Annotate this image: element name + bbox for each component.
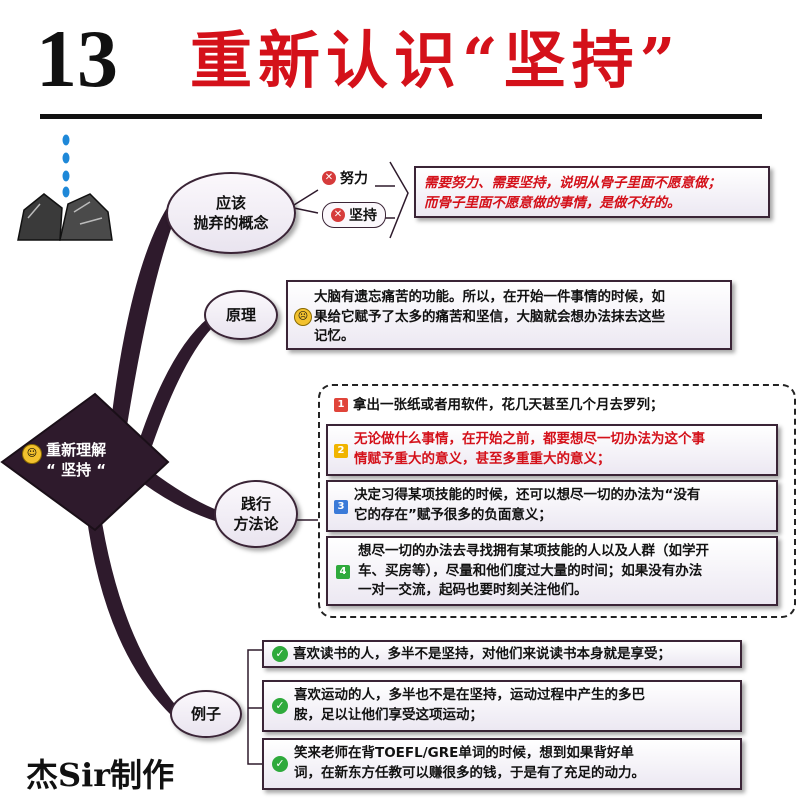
check-circle-icon: ✓: [272, 698, 288, 714]
method-step-2-line2: 情赋予重大的意义，甚至多重重大的意义；: [354, 450, 611, 467]
check-circle-icon: ✓: [272, 646, 288, 662]
emoji-face-icon: ☺: [22, 444, 42, 464]
number-badge-icon: 4: [336, 565, 350, 579]
node-method-line2: 方法论: [233, 515, 279, 533]
method-step-4-line1: 想尽一切的办法去寻找拥有某项技能的人以及人群（如学开: [358, 543, 709, 559]
leaf-effort[interactable]: ✕ 努力: [322, 168, 368, 188]
central-topic[interactable]: 重新理解 “ 坚持 “: [46, 440, 106, 481]
node-examples[interactable]: 例子: [170, 690, 242, 738]
number-badge-icon: 2: [334, 444, 348, 458]
branch-abandon: [110, 200, 178, 432]
branch-examples: [86, 510, 178, 716]
check-circle-icon: ✓: [272, 756, 288, 772]
method-step-1: 1 拿出一张纸或者用软件，花几天甚至几个月去罗列；: [334, 396, 774, 416]
number-badge-icon: 1: [334, 398, 348, 412]
node-examples-label: 例子: [190, 704, 221, 723]
note-principle-line3: 记忆。: [314, 328, 355, 345]
central-topic-line1: 重新理解: [46, 441, 107, 459]
leaf-persist[interactable]: ✕ 坚持: [322, 202, 386, 228]
author-signature: 杰Sir制作: [26, 756, 175, 794]
connector-abandon-leaves: [293, 189, 319, 214]
rock-icon: [17, 193, 113, 241]
note-principle-line2: 果给它赋予了太多的痛苦和坚信，大脑就会想办法抹去这些: [314, 308, 665, 325]
title-underline: [40, 114, 762, 119]
branch-principle: [140, 318, 212, 446]
method-step-3-line1: 决定习得某项技能的时候，还可以想尽一切的办法为“没有: [354, 487, 701, 503]
node-method[interactable]: 践行 方法论: [214, 480, 298, 548]
x-circle-icon: ✕: [322, 171, 336, 185]
example-item-3: ✓ 笑来老师在背TOEFL/GRE单词的时候，想到如果背好单 词，在新东方任教可…: [262, 738, 742, 790]
method-step-1-text: 拿出一张纸或者用软件，花几天甚至几个月去罗列；: [353, 397, 664, 413]
connector-abandon-note: [389, 161, 409, 239]
number-badge-icon: 3: [334, 500, 348, 514]
emoji-face-icon: ☹: [294, 308, 312, 326]
method-steps-group: [318, 384, 796, 618]
central-topic-shape: [0, 392, 170, 532]
method-step-2: 2 无论做什么事情，在开始之前，都要想尽一切办法为这个事 情赋予重大的意义，甚至…: [326, 424, 778, 476]
node-abandoned-concepts[interactable]: 应该 抛弃的概念: [166, 172, 296, 254]
method-step-4-line2: 车、买房等），尽量和他们度过大量的时间；如果没有办法: [358, 562, 703, 579]
example-item-1-text: 喜欢读书的人，多半不是坚持，对他们来说读书本身就是享受；: [293, 646, 671, 662]
leaf-persist-label: 坚持: [349, 208, 377, 224]
connector-examples: [247, 649, 262, 765]
title-number: 13: [36, 13, 118, 104]
method-step-2-line1: 无论做什么事情，在开始之前，都要想尽一切办法为这个事: [354, 431, 705, 447]
node-abandoned-line2: 抛弃的概念: [193, 214, 269, 232]
note-principle: ☹ 大脑有遗忘痛苦的功能。所以，在开始一件事情的时候，如 果给它赋予了太多的痛苦…: [286, 280, 732, 350]
node-principle[interactable]: 原理: [204, 290, 278, 340]
water-drop-rock-illustration: [17, 134, 113, 241]
x-circle-icon: ✕: [331, 208, 345, 222]
method-step-3-line2: 它的存在”赋予很多的负面意义；: [354, 506, 552, 523]
branch-method: [144, 470, 222, 522]
node-principle-label: 原理: [225, 305, 256, 324]
note-abandon: 需要努力、需要坚持，说明从骨子里面不愿意做； 而骨子里面不愿意做的事情，是做不好…: [414, 166, 770, 218]
method-step-4: 4 想尽一切的办法去寻找拥有某项技能的人以及人群（如学开 车、买房等），尽量和他…: [326, 536, 778, 606]
water-drop-icon: [62, 134, 70, 198]
example-item-1: ✓ 喜欢读书的人，多半不是坚持，对他们来说读书本身就是享受；: [262, 640, 742, 668]
central-topic-line2: “ 坚持 “: [46, 461, 107, 480]
example-item-3-line1: 笑来老师在背TOEFL/GRE单词的时候，想到如果背好单: [294, 745, 634, 761]
example-item-2-line2: 胺，足以让他们享受这项运动；: [294, 706, 483, 723]
example-item-2: ✓ 喜欢运动的人，多半也不是在坚持，运动过程中产生的多巴 胺，足以让他们享受这项…: [262, 680, 742, 732]
node-abandoned-line1: 应该: [215, 193, 246, 212]
node-method-line1: 践行: [240, 494, 271, 513]
example-item-3-line2: 词，在新东方任教可以赚很多的钱，于是有了充足的动力。: [294, 764, 645, 781]
leaf-effort-label: 努力: [340, 171, 368, 187]
note-principle-line1: 大脑有遗忘痛苦的功能。所以，在开始一件事情的时候，如: [314, 289, 665, 305]
page-title: 重新认识“坚持”: [190, 24, 682, 97]
method-step-3: 3 决定习得某项技能的时候，还可以想尽一切的办法为“没有 它的存在”赋予很多的负…: [326, 480, 778, 532]
note-abandon-line2: 而骨子里面不愿意做的事情，是做不好的。: [424, 194, 681, 211]
method-step-4-line3: 一对一交流，起码也要时刻关注他们。: [358, 582, 588, 599]
example-item-2-line1: 喜欢运动的人，多半也不是在坚持，运动过程中产生的多巴: [294, 687, 645, 703]
note-abandon-line1: 需要努力、需要坚持，说明从骨子里面不愿意做；: [424, 175, 721, 191]
